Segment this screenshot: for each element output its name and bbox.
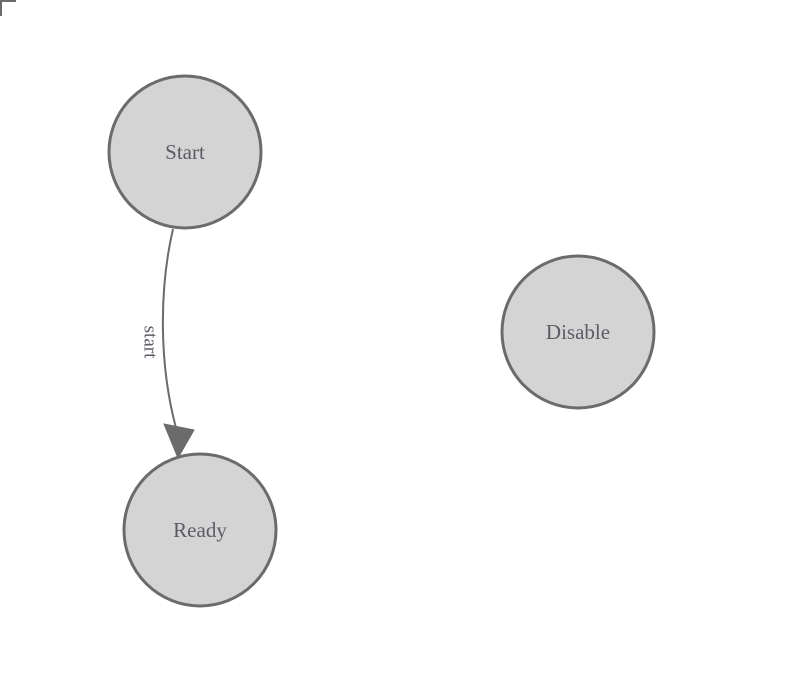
- node-ready-circle: [122, 452, 278, 608]
- edge-start-to-ready[interactable]: start: [140, 228, 195, 460]
- node-start-circle: [107, 74, 263, 230]
- node-disable[interactable]: Disable: [500, 254, 656, 410]
- node-ready[interactable]: Ready: [122, 452, 278, 608]
- node-ready-label: Ready: [173, 518, 227, 542]
- node-start[interactable]: Start: [107, 74, 263, 230]
- node-disable-label: Disable: [546, 320, 610, 344]
- arrowhead-icon: [163, 423, 195, 460]
- node-disable-circle: [500, 254, 656, 410]
- edge-line: [161, 228, 177, 429]
- edge-label-start: start: [140, 326, 161, 359]
- top-left-corner-mark: [0, 0, 16, 16]
- node-start-label: Start: [165, 140, 205, 164]
